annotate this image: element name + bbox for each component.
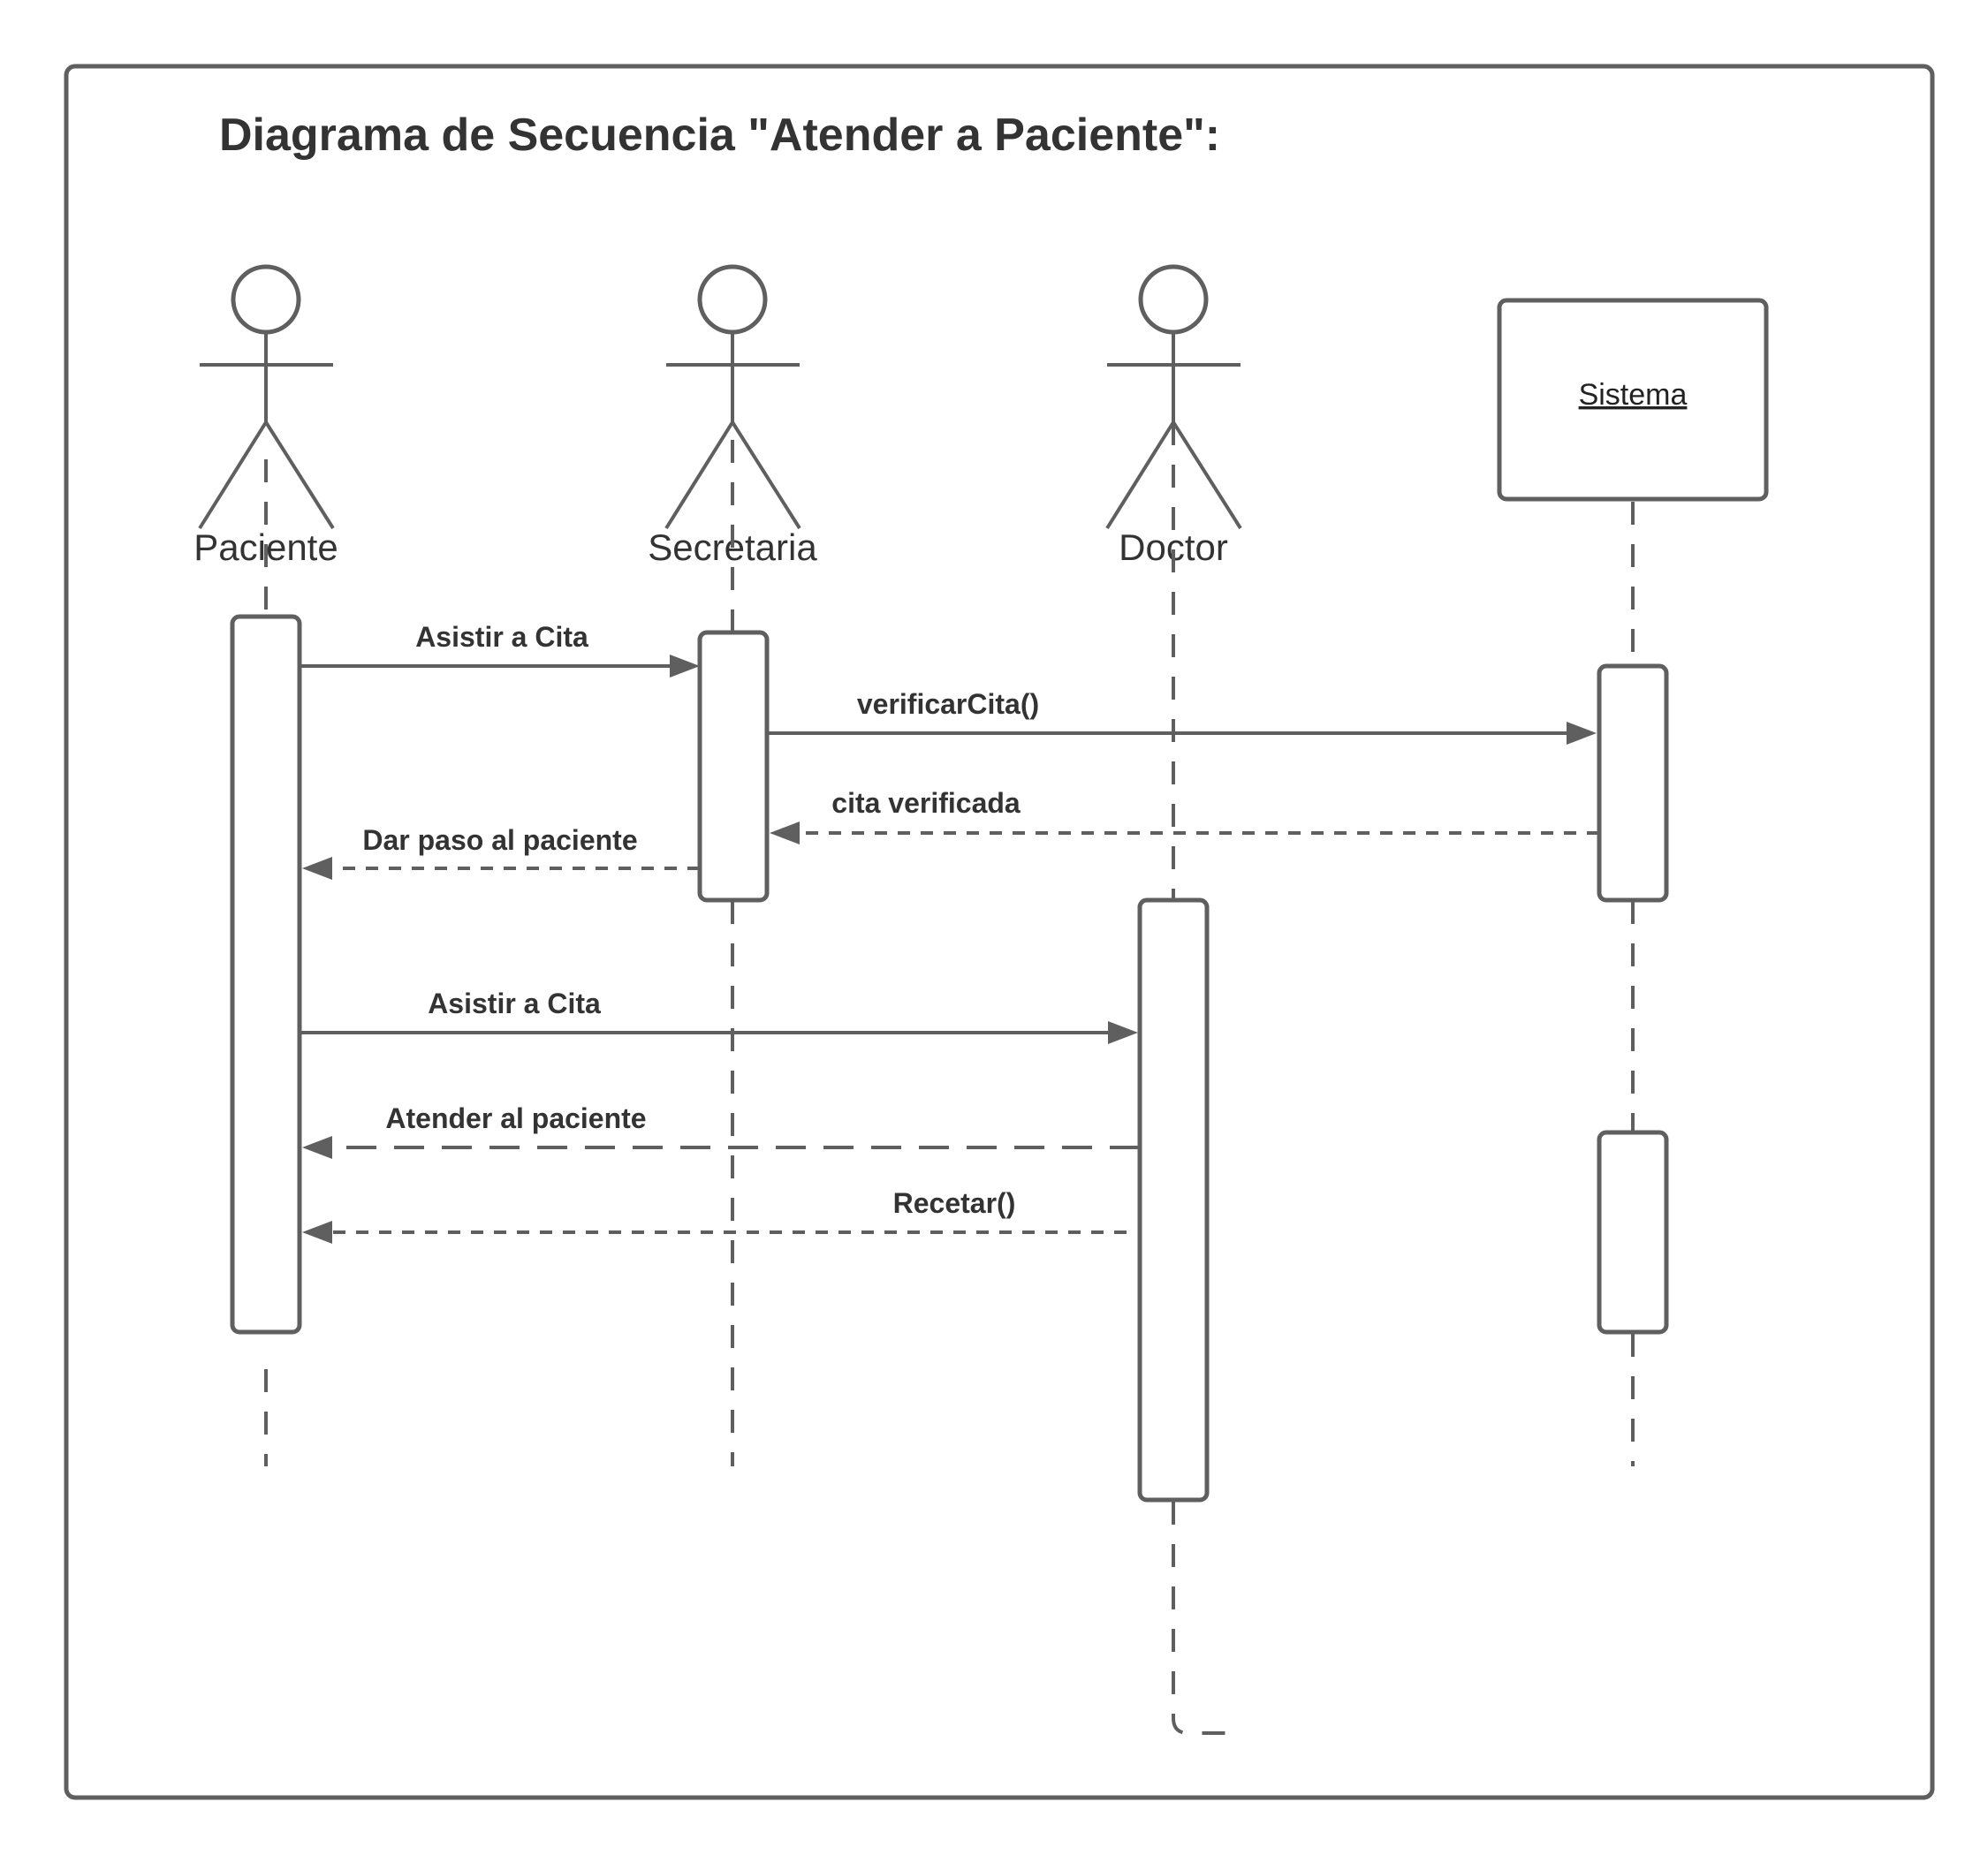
message-label: Asistir a Cita (415, 621, 588, 653)
message-label: cita verificada (831, 787, 1021, 819)
message-label: verificarCita() (857, 688, 1039, 720)
message-label: Dar paso al paciente (362, 824, 637, 856)
activation-bar-sistema (1597, 663, 1669, 903)
actor-head (697, 264, 768, 335)
message-atender-al-paciente: Atender al paciente (302, 1102, 1140, 1159)
message-verificar-cita: verificarCita() (767, 688, 1597, 745)
object-box-sistema (1497, 298, 1769, 502)
message-label: Recetar() (893, 1187, 1016, 1219)
message-recetar: Recetar() (302, 1187, 1127, 1244)
diagram-frame (64, 64, 1935, 1800)
lifeline-doctor-end (1172, 1502, 1235, 1735)
activation-bar-doctor (1137, 897, 1210, 1503)
message-asistir-a-cita-doctor: Asistir a Cita (300, 988, 1138, 1044)
message-dar-paso-al-paciente: Dar paso al paciente (302, 824, 700, 880)
object-label-sistema: Sistema (1579, 378, 1688, 412)
message-asistir-a-cita-secretaria: Asistir a Cita (300, 621, 700, 678)
activation-bar-secretaria (697, 630, 770, 903)
activation-bar-paciente (230, 614, 302, 1335)
activation-bar-sistema-2 (1597, 1130, 1669, 1335)
actor-head (231, 264, 301, 335)
object-sistema: Sistema (1497, 298, 1769, 502)
diagram-title: Diagrama de Secuencia "Atender a Pacient… (219, 110, 1220, 161)
message-cita-verificada: cita verificada (770, 787, 1599, 844)
message-label: Asistir a Cita (428, 988, 601, 1019)
actor-doctor: Doctor (1105, 264, 1242, 568)
message-label: Atender al paciente (385, 1102, 646, 1134)
actor-head (1138, 264, 1209, 335)
